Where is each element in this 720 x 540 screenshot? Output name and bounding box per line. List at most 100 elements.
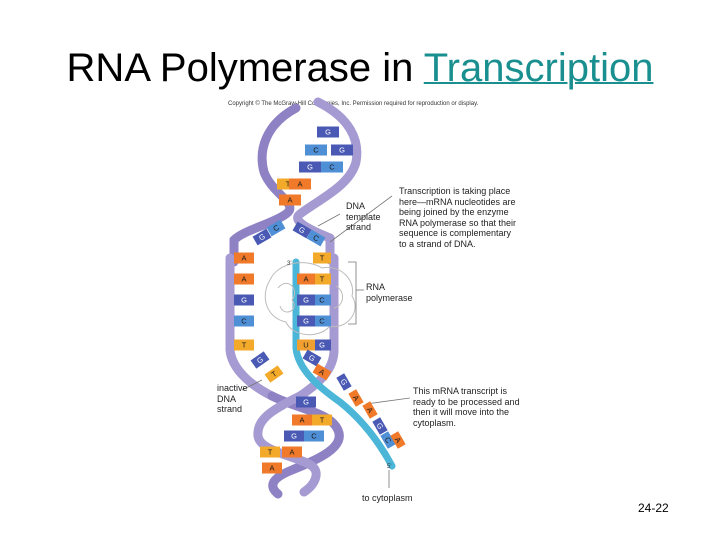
bottom-pair-2-right: C: [304, 430, 324, 442]
top-pair-2-right: C: [321, 161, 343, 173]
tail-base-0-fill: [336, 373, 352, 391]
bottom-pair-1-right-letter: T: [320, 416, 325, 425]
template-base-3-letter: C: [319, 317, 325, 326]
top-pair-2-left-fill: [299, 161, 321, 173]
slide-number: 24-22: [638, 501, 669, 515]
bottom-pair-2-left-fill: [284, 430, 304, 442]
top-pair-3-right-fill: [289, 178, 311, 190]
open-left-0-letter: G: [257, 232, 267, 243]
open-left-0: G: [252, 228, 272, 246]
to-cytoplasm-label: to cytoplasm: [362, 493, 413, 503]
rna-base-0: A: [297, 273, 315, 285]
template-base-0: T: [313, 252, 331, 264]
rna-base-0-fill: [297, 273, 315, 285]
rna-base-0-letter: A: [303, 275, 308, 284]
template-base-1-fill: [313, 273, 331, 285]
inactive-base-2: G: [234, 294, 254, 306]
tail-base-2-fill: [362, 401, 378, 419]
inactive-base-4-fill: [234, 339, 254, 351]
bottom-pair-4-left: A: [262, 462, 282, 474]
top-pair-2-right-letter: C: [329, 163, 335, 172]
bottom-pair-2-right-fill: [304, 430, 324, 442]
tail-base-5-letter: A: [393, 436, 403, 445]
top-pair-1-right-fill: [331, 144, 353, 156]
bottom-pair-3-left-letter: T: [268, 448, 273, 457]
inactive-base-0: A: [234, 252, 254, 264]
tail-base-3-letter: G: [375, 421, 386, 431]
tail-base-4: C: [380, 431, 396, 449]
inactive-base-1: A: [234, 273, 254, 285]
template-strand-label: DNA template strand: [346, 201, 381, 232]
tail-base-3-fill: [372, 417, 388, 435]
mrna-backbone: [292, 258, 396, 470]
tail-base-1-fill: [348, 389, 364, 407]
template-base-2: C: [313, 294, 331, 306]
rna-base-1-letter: G: [303, 296, 309, 305]
bottom-pair-4-left-fill: [262, 462, 282, 474]
inactive-base-4: T: [234, 339, 254, 351]
tail-base-5-fill: [390, 431, 406, 449]
lower-left-0: G: [250, 351, 270, 369]
tail-base-2: A: [362, 401, 378, 419]
title-link[interactable]: Transcription: [423, 46, 654, 90]
top-pair-1-left-fill: [305, 144, 327, 156]
rna-base-3: U: [297, 339, 315, 351]
template-base-3: C: [313, 315, 331, 327]
lower-right-1-fill: [312, 363, 332, 381]
inactive-base-1-letter: A: [241, 275, 246, 284]
lower-backbone-left: [267, 391, 344, 499]
top-pair-3-left: T: [277, 178, 299, 190]
open-right-0: G: [292, 221, 312, 239]
bottom-pair-3-right: A: [282, 446, 302, 458]
inactive-base-0-fill: [234, 252, 254, 264]
rna-base-3-letter: U: [303, 341, 308, 350]
top-pair-3-left-fill: [277, 178, 299, 190]
tail-base-3: G: [372, 417, 388, 435]
inactive-base-3-fill: [234, 315, 254, 327]
lower-left-1: T: [264, 365, 284, 383]
inactive-base-3-letter: C: [241, 317, 247, 326]
tail-base-1: A: [348, 389, 364, 407]
bottom-pair-3-left: T: [260, 446, 280, 458]
rna-base-2: G: [297, 315, 315, 327]
transcription-note: Transcription is taking place here—mRNA …: [399, 186, 517, 249]
open-right-1-fill: [306, 229, 326, 247]
top-pair-2-left: G: [299, 161, 321, 173]
lower-left-0-letter: G: [255, 355, 265, 366]
bottom-pair-0-left-letter: G: [303, 398, 309, 407]
open-left-1-fill: [266, 219, 286, 237]
upper-backbone-right: [293, 97, 362, 243]
rna-base-2-fill: [297, 315, 315, 327]
bottom-pair-1-right: T: [312, 414, 332, 426]
template-base-1-letter: T: [320, 275, 325, 284]
open-left-1: C: [266, 219, 286, 237]
tail-base-1-letter: A: [351, 394, 361, 403]
lower-left-1-letter: T: [270, 369, 279, 379]
inactive-base-4-letter: T: [242, 341, 247, 350]
tail-base-4-fill: [380, 431, 396, 449]
top-pair-4-left: A: [279, 194, 301, 206]
top-pair-1-left: C: [305, 144, 327, 156]
lower-right-1: A: [312, 363, 332, 381]
bottom-pair-0-left: G: [296, 396, 316, 408]
bottom-pair-3-right-fill: [282, 446, 302, 458]
tail-base-0-letter: G: [339, 377, 350, 387]
inactive-base-3: C: [234, 315, 254, 327]
polymerase-label: RNA polymerase: [366, 282, 413, 303]
template-base-0-fill: [313, 252, 331, 264]
tail-base-4-letter: C: [383, 435, 394, 445]
inactive-base-1-fill: [234, 273, 254, 285]
tail-base-5: A: [390, 431, 406, 449]
inactive-base-0-letter: A: [241, 254, 246, 263]
top-pair-3-left-letter: T: [286, 180, 291, 189]
rna-polymerase-shape: [264, 262, 356, 336]
template-base-0-letter: T: [320, 254, 325, 263]
top-pair-3-right-letter: A: [297, 180, 302, 189]
open-left-0-fill: [252, 228, 272, 246]
template-base-4: G: [313, 339, 331, 351]
bottom-pair-0-left-fill: [296, 396, 316, 408]
end-5prime-label: 5': [387, 464, 391, 470]
title-text: RNA Polymerase in: [66, 46, 424, 90]
template-base-4-fill: [313, 339, 331, 351]
